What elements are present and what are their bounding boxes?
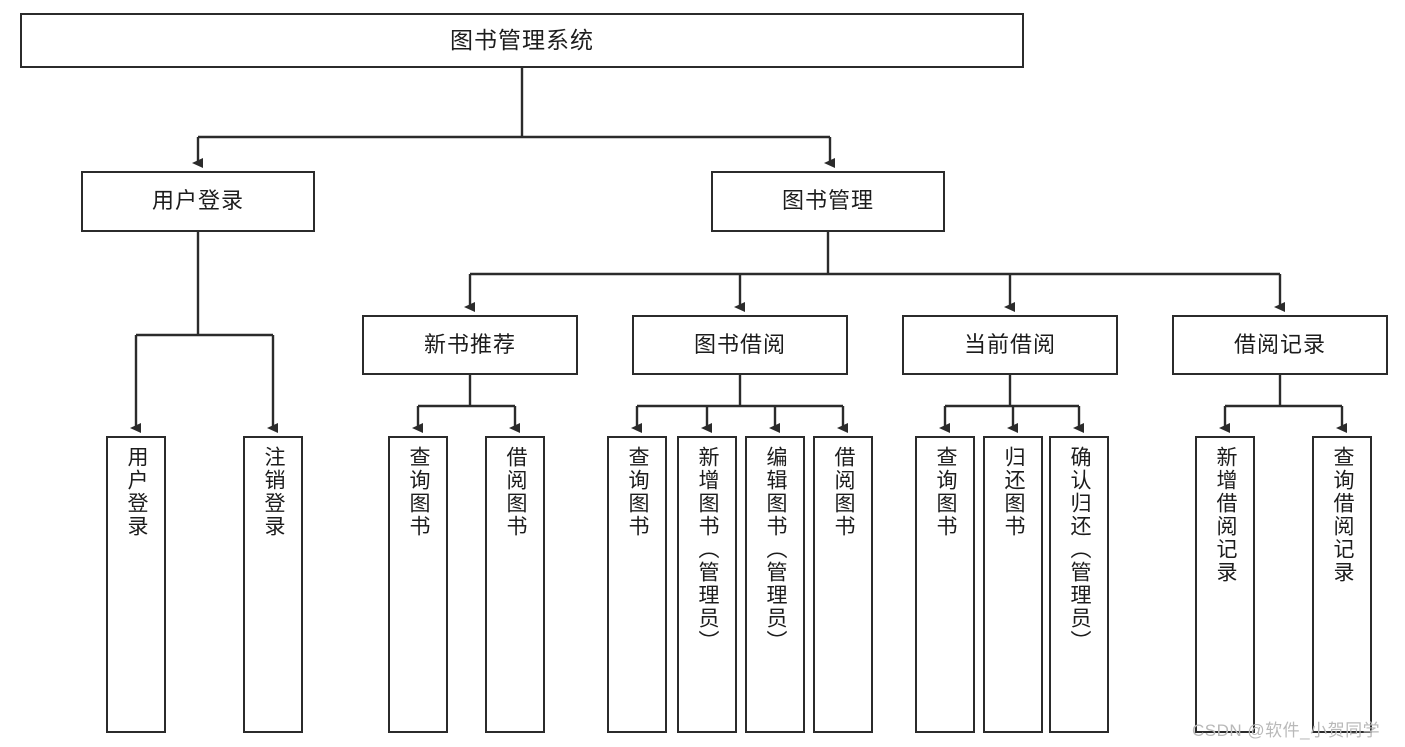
leaf-label: 归还图书 [1002, 446, 1026, 538]
leaf-current-borrow-confirm[interactable]: 确认归还（管理员） [1049, 436, 1109, 733]
leaf-user-login-signout[interactable]: 注销登录 [243, 436, 303, 733]
node-new-book-recommend-label: 新书推荐 [423, 331, 516, 357]
leaf-user-login-signin[interactable]: 用户登录 [106, 436, 166, 733]
node-book-manage-label: 图书管理 [781, 188, 874, 214]
leaf-label: 借阅图书 [504, 446, 528, 538]
leaf-book-borrow-query[interactable]: 查询图书 [607, 436, 667, 733]
node-current-borrow[interactable]: 当前借阅 [902, 315, 1118, 375]
leaf-label: 查询图书 [626, 446, 650, 538]
leaf-label: 查询图书 [934, 446, 958, 538]
node-new-book-recommend[interactable]: 新书推荐 [362, 315, 578, 375]
leaf-label: 借阅图书 [832, 446, 856, 538]
leaf-label: 确认归还（管理员） [1068, 446, 1092, 653]
node-root-label: 图书管理系统 [450, 26, 594, 53]
node-book-manage[interactable]: 图书管理 [711, 171, 945, 232]
node-borrow-record-label: 借阅记录 [1233, 331, 1326, 357]
leaf-current-borrow-query[interactable]: 查询图书 [915, 436, 975, 733]
leaf-new-book-query[interactable]: 查询图书 [388, 436, 448, 733]
leaf-new-book-borrow[interactable]: 借阅图书 [485, 436, 545, 733]
leaf-label: 编辑图书（管理员） [764, 446, 788, 653]
node-borrow-record[interactable]: 借阅记录 [1172, 315, 1388, 375]
node-user-login[interactable]: 用户登录 [81, 171, 315, 232]
leaf-borrow-record-add[interactable]: 新增借阅记录 [1195, 436, 1255, 733]
node-root-system[interactable]: 图书管理系统 [20, 13, 1024, 68]
leaf-label: 注销登录 [262, 446, 286, 538]
leaf-borrow-record-query[interactable]: 查询借阅记录 [1312, 436, 1372, 733]
leaf-label: 新增图书（管理员） [696, 446, 720, 653]
leaf-label: 查询图书 [407, 446, 431, 538]
leaf-label: 查询借阅记录 [1331, 446, 1355, 584]
node-user-login-label: 用户登录 [151, 188, 244, 214]
node-current-borrow-label: 当前借阅 [963, 331, 1056, 357]
node-book-borrow-label: 图书借阅 [693, 331, 786, 357]
leaf-current-borrow-return[interactable]: 归还图书 [983, 436, 1043, 733]
leaf-book-borrow-add[interactable]: 新增图书（管理员） [677, 436, 737, 733]
leaf-label: 用户登录 [125, 446, 149, 538]
leaf-book-borrow-lend[interactable]: 借阅图书 [813, 436, 873, 733]
node-book-borrow[interactable]: 图书借阅 [632, 315, 848, 375]
leaf-label: 新增借阅记录 [1214, 446, 1238, 584]
leaf-book-borrow-edit[interactable]: 编辑图书（管理员） [745, 436, 805, 733]
